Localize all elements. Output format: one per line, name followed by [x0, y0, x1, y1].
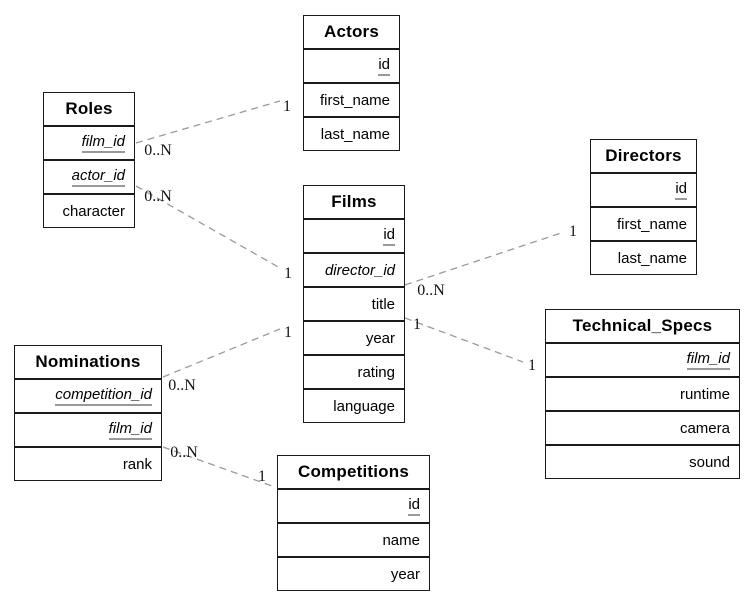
field-label-language: language [333, 397, 395, 415]
field-label-director_id: director_id [324, 261, 395, 279]
field-label-id: id [378, 56, 390, 76]
cardinality-label-nominations-films: 1 [284, 324, 292, 341]
field-label-sound: sound [689, 453, 730, 471]
relationship-line-films-technical_specs [404, 317, 524, 363]
entity-title-directors: Directors [590, 139, 697, 173]
field-label-rank: rank [122, 455, 152, 473]
field-label-character: character [62, 202, 125, 220]
field-row-director_id: director_id [303, 253, 405, 287]
entity-title-films: Films [303, 185, 405, 219]
field-label-competition_id: competition_id [55, 386, 152, 406]
cardinality-label-films-technical_specs: 1 [413, 316, 421, 333]
cardinality-label-nominations-competitions: 1 [258, 468, 266, 485]
entity-title-nominations: Nominations [14, 345, 162, 379]
relationship-line-films-directors [404, 231, 565, 286]
field-label-film_id: film_id [81, 133, 125, 153]
field-label-last_name: last_name [617, 249, 687, 267]
field-row-competition_id: competition_id [14, 379, 162, 413]
field-row-title: title [303, 287, 405, 321]
field-row-film_id: film_id [545, 343, 740, 377]
field-label-rating: rating [357, 363, 395, 381]
field-row-last_name: last_name [590, 241, 697, 275]
field-row-actor_id: actor_id [43, 160, 135, 194]
cardinality-label-roles-actors: 1 [283, 98, 291, 115]
entity-roles[interactable]: Roles film_id actor_id character [43, 92, 135, 228]
field-row-rank: rank [14, 447, 162, 481]
field-label-id: id [408, 496, 420, 516]
cardinality-label-films-directors: 1 [569, 223, 577, 240]
field-row-id: id [303, 219, 405, 253]
field-label-first_name: first_name [319, 91, 390, 109]
entity-actors[interactable]: Actors id first_name last_name [303, 15, 400, 151]
cardinality-label-roles-films: 0..N [144, 188, 172, 205]
field-row-rating: rating [303, 355, 405, 389]
field-label-first_name: first_name [616, 215, 687, 233]
field-row-runtime: runtime [545, 377, 740, 411]
field-row-first_name: first_name [303, 83, 400, 117]
field-row-year: year [277, 557, 430, 591]
field-label-actor_id: actor_id [71, 167, 125, 187]
cardinality-label-films-directors: 0..N [417, 282, 445, 299]
field-label-id: id [383, 226, 395, 246]
field-row-language: language [303, 389, 405, 423]
cardinality-label-nominations-films: 0..N [168, 377, 196, 394]
entity-title-technical_specs: Technical_Specs [545, 309, 740, 343]
field-row-character: character [43, 194, 135, 228]
field-label-title: title [371, 295, 395, 313]
field-label-camera: camera [679, 419, 730, 437]
field-label-year: year [390, 565, 420, 583]
field-row-year: year [303, 321, 405, 355]
field-label-runtime: runtime [679, 385, 730, 403]
relationship-line-roles-actors [135, 100, 281, 144]
cardinality-label-roles-actors: 0..N [144, 142, 172, 159]
field-label-year: year [365, 329, 395, 347]
field-row-film_id: film_id [14, 413, 162, 447]
entity-title-competitions: Competitions [277, 455, 430, 489]
field-label-last_name: last_name [320, 125, 390, 143]
field-row-film_id: film_id [43, 126, 135, 160]
entity-title-roles: Roles [43, 92, 135, 126]
field-row-first_name: first_name [590, 207, 697, 241]
cardinality-label-films-technical_specs: 1 [528, 357, 536, 374]
entity-title-actors: Actors [303, 15, 400, 49]
entity-competitions[interactable]: Competitions id name year [277, 455, 430, 591]
field-label-id: id [675, 180, 687, 200]
field-label-name: name [382, 531, 420, 549]
field-label-film_id: film_id [108, 420, 152, 440]
entity-directors[interactable]: Directors id first_name last_name [590, 139, 697, 275]
cardinality-label-roles-films: 1 [284, 265, 292, 282]
field-row-id: id [277, 489, 430, 523]
field-row-last_name: last_name [303, 117, 400, 151]
field-row-sound: sound [545, 445, 740, 479]
field-row-id: id [590, 173, 697, 207]
field-row-id: id [303, 49, 400, 83]
field-label-film_id: film_id [686, 350, 730, 370]
field-row-camera: camera [545, 411, 740, 445]
field-row-name: name [277, 523, 430, 557]
relationship-line-nominations-films [162, 328, 281, 378]
cardinality-label-nominations-competitions: 0..N [170, 444, 198, 461]
